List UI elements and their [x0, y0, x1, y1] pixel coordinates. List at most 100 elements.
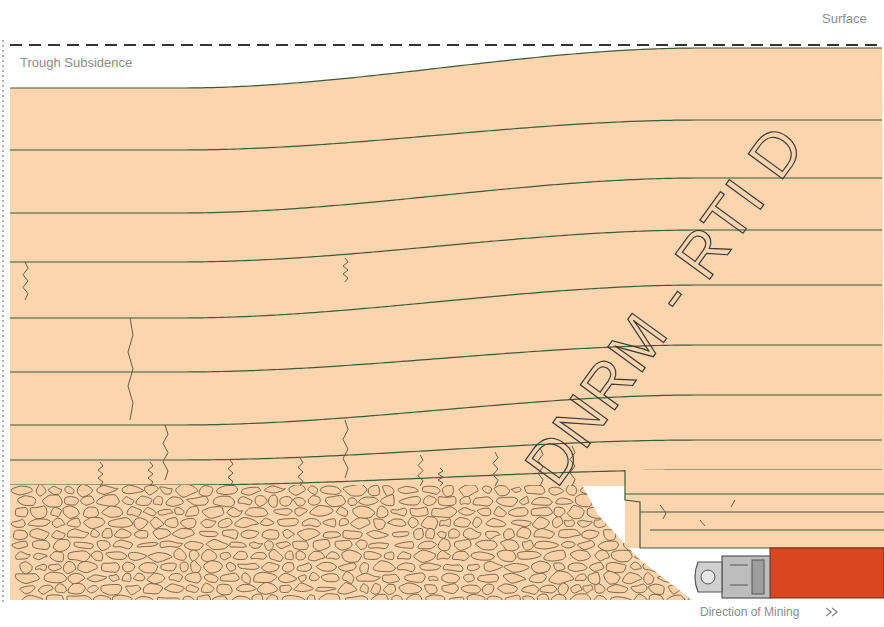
rubble-stone — [356, 540, 367, 549]
rubble-stone — [503, 573, 526, 583]
rubble-stone — [307, 595, 315, 606]
rubble-stone — [482, 486, 491, 493]
rubble-stone — [684, 552, 699, 559]
rubble-stone — [582, 530, 599, 539]
rubble-stone — [50, 552, 64, 562]
rubble-stone — [343, 531, 362, 539]
rubble-stone — [410, 507, 428, 516]
rubble-stone — [262, 530, 279, 539]
rubble-stone — [593, 596, 607, 605]
rubble-stone — [97, 495, 120, 507]
rubble-stone — [269, 549, 283, 561]
rubble-stone — [397, 552, 411, 559]
rubble-stone — [476, 540, 497, 550]
rubble-stone — [398, 486, 418, 493]
rubble-stone — [201, 519, 216, 527]
rubble-stone — [87, 586, 98, 593]
rubble-stone — [143, 584, 162, 594]
rubble-stone — [373, 561, 395, 572]
rubble-stone — [531, 507, 552, 516]
rubble-stone — [437, 532, 446, 539]
rubble-stone — [160, 541, 182, 548]
rubble-stone — [348, 498, 357, 506]
rubble-stone — [675, 520, 686, 527]
rubble-stone — [494, 507, 507, 517]
rubble-stone — [471, 552, 494, 560]
rubble-stone — [440, 519, 451, 527]
rubble-stone — [442, 486, 453, 497]
rubble-stone — [687, 497, 700, 504]
rubble-stone — [143, 507, 156, 515]
rubble-stone — [165, 518, 178, 528]
stratum-line — [10, 345, 882, 372]
rubble-stone — [262, 562, 280, 572]
rubble-stone — [561, 541, 575, 548]
rubble-stone — [418, 541, 436, 549]
rubble-stone — [630, 530, 653, 539]
rubble-stone — [55, 584, 66, 593]
rubble-stone — [432, 507, 457, 518]
rubble-stone — [67, 596, 92, 604]
rubble-stone — [289, 485, 306, 496]
rubble-stone — [230, 542, 247, 547]
rubble-stone — [187, 496, 209, 505]
rubble-stone — [20, 586, 35, 594]
rubble-stone — [115, 529, 132, 538]
surface-label: Surface — [822, 12, 867, 25]
rubble-stone — [145, 485, 159, 495]
rubble-stone — [326, 552, 339, 559]
rubble-stone — [575, 494, 592, 507]
rubble-stone — [609, 497, 629, 506]
rubble-stone — [42, 495, 62, 507]
rubble-stone — [186, 506, 199, 516]
coal-seam — [770, 548, 884, 598]
rubble-stone — [454, 540, 471, 551]
rubble-stone — [220, 552, 231, 559]
rubble-stone — [381, 495, 395, 506]
rubble-stone — [282, 563, 294, 572]
rubble-stone — [670, 496, 685, 507]
rubble-stone — [258, 582, 278, 594]
rubble-stone — [112, 595, 132, 606]
crack-line — [438, 468, 443, 486]
rubble-stone — [478, 574, 499, 582]
rubble-stone — [277, 519, 298, 527]
rubble-stone — [32, 540, 49, 549]
rubble-stone — [274, 509, 293, 516]
rubble-stone — [463, 574, 474, 582]
rubble-stone — [517, 527, 531, 539]
rubble-stone — [186, 585, 199, 593]
rubble-stone — [342, 572, 354, 584]
crack-line — [418, 455, 423, 486]
rubble-stone — [227, 507, 242, 517]
rubble-stone — [345, 596, 367, 606]
rubble-stone — [425, 585, 438, 594]
rubble-stone — [399, 583, 422, 594]
crack-group — [23, 258, 575, 486]
rubble-stone — [338, 583, 357, 594]
rubble-stone — [294, 583, 314, 592]
rubble-stone — [570, 594, 591, 604]
rubble-stone — [607, 584, 628, 592]
rubble-stone — [185, 573, 201, 583]
rubble-stone — [30, 529, 49, 540]
rubble-stone — [588, 572, 600, 584]
rubble-stone — [392, 595, 402, 604]
rubble-stone — [364, 552, 381, 560]
rubble-stone — [631, 584, 647, 593]
rubble-stone — [135, 531, 148, 539]
rubble-stone — [101, 584, 122, 595]
rubble-stone — [226, 562, 235, 571]
rubble-stone — [486, 531, 500, 539]
rubble-stone — [109, 575, 119, 582]
rubble-stone — [84, 517, 105, 529]
rubble-stone — [218, 518, 232, 527]
frame-edge — [2, 40, 4, 605]
rubble-stone — [422, 486, 440, 494]
rubble-stone — [202, 507, 224, 519]
rubble-stone — [454, 518, 471, 528]
rubble-stone — [382, 574, 399, 583]
rubble-stone — [342, 550, 362, 562]
rubble-stone — [414, 550, 436, 562]
